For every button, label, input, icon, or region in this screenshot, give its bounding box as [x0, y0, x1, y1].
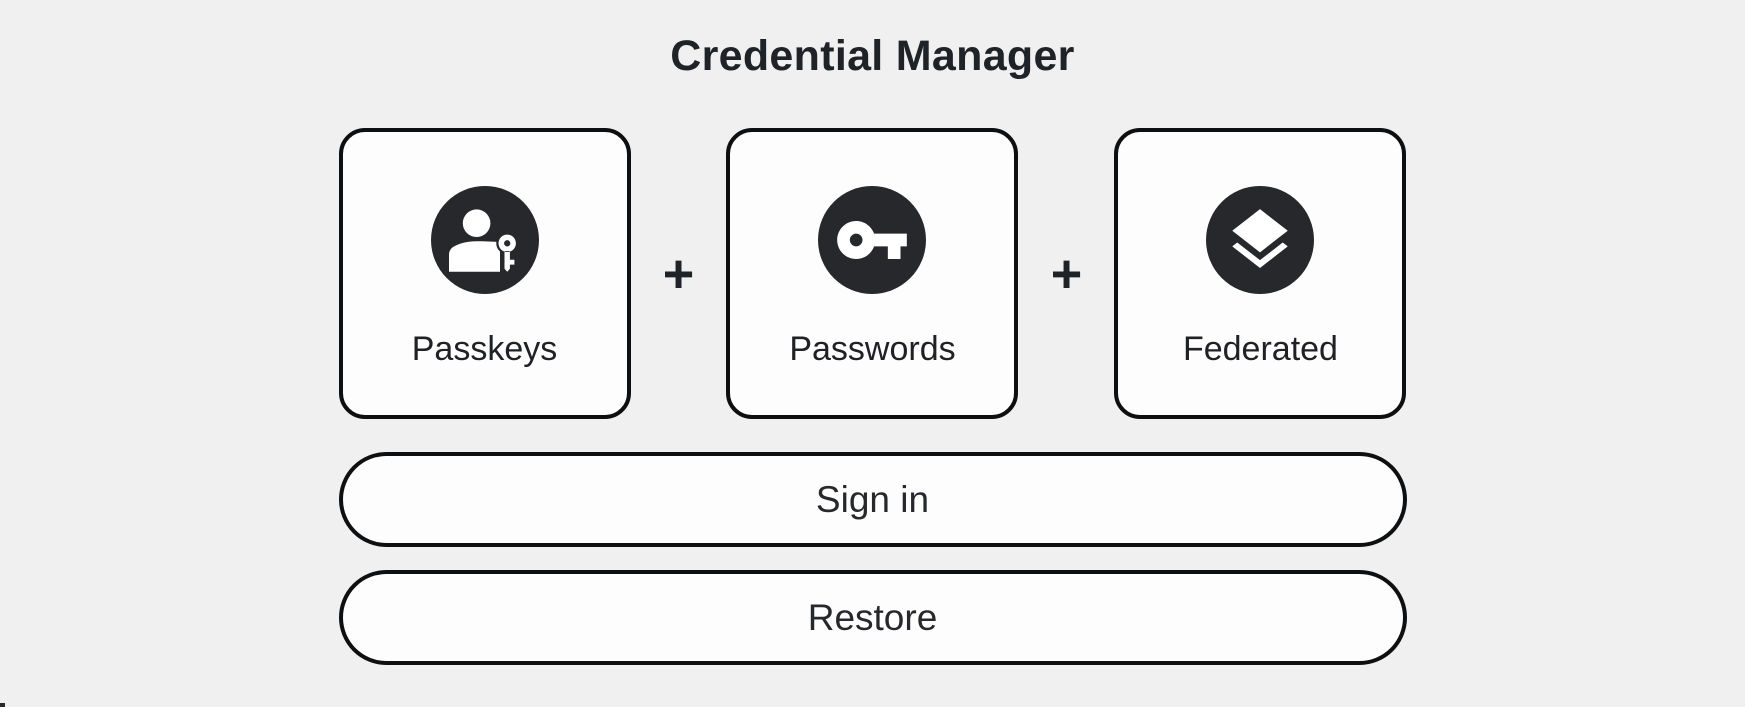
passkeys-icon-circle: [430, 186, 539, 294]
sign-in-button[interactable]: Sign in: [338, 452, 1407, 547]
passkeys-label: Passkeys: [411, 330, 558, 368]
federated-label: Federated: [1182, 330, 1338, 368]
page-title: Credential Manager: [670, 32, 1075, 80]
content-column: Credential Manager Passkeys +: [338, 0, 1407, 665]
plus-separator-1: +: [662, 243, 695, 304]
screen-corner-artifact: [0, 703, 5, 707]
restore-button[interactable]: Restore: [338, 570, 1407, 665]
passkey-icon: [448, 209, 518, 275]
layers-icon: [1232, 209, 1289, 268]
passwords-card[interactable]: Passwords: [726, 128, 1019, 419]
key-icon: [837, 221, 908, 259]
plus-separator-2: +: [1050, 243, 1083, 304]
federated-icon-circle: [1206, 186, 1315, 294]
passwords-label: Passwords: [789, 330, 956, 368]
passwords-icon-circle: [818, 186, 927, 294]
passkeys-card[interactable]: Passkeys: [338, 128, 631, 419]
credential-types-row: Passkeys + Passwords +: [338, 128, 1407, 419]
federated-card[interactable]: Federated: [1114, 128, 1407, 419]
